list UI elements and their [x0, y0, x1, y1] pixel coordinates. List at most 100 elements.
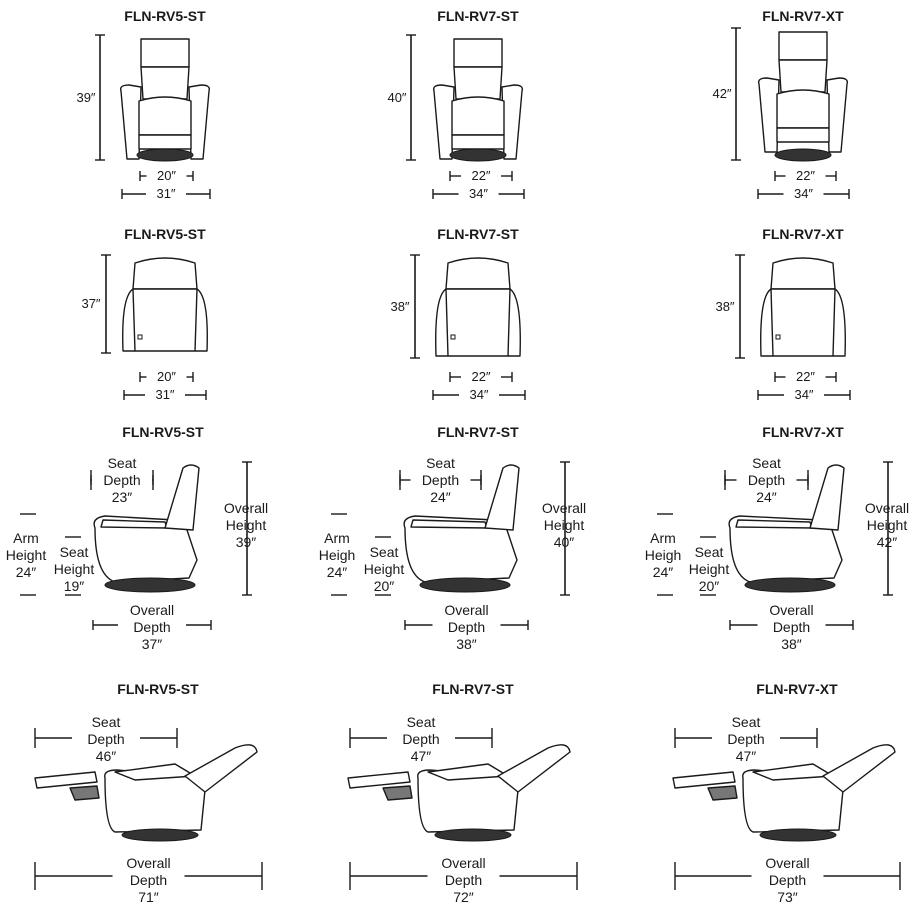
side-overall-height-line: Overall — [541, 500, 587, 516]
reclined-seat-depth-value: 46″ — [95, 748, 117, 764]
reclined-0-swivel-base — [121, 828, 199, 842]
front-2-seat-cushion — [776, 89, 830, 129]
back-model-title: FLN-RV5-ST — [124, 226, 206, 242]
front-1-seat-cushion — [451, 96, 505, 136]
side-overall-depth-line: Depth — [772, 619, 811, 635]
front-model-title: FLN-RV7-XT — [762, 8, 844, 24]
front-height-value: 40″ — [387, 89, 407, 105]
reclined-overall-depth-line: Depth — [768, 872, 807, 888]
side-seat-height-line: Seat — [694, 544, 724, 560]
side-overall-depth-line: Depth — [447, 619, 486, 635]
back-0-side-right — [195, 288, 208, 352]
side-seat-depth-value: 24″ — [430, 489, 451, 505]
reclined-overall-depth-line: Overall — [441, 855, 486, 871]
side-seat-depth-line: Depth — [103, 472, 141, 488]
side-overall-depth-line: Overall — [444, 602, 489, 618]
front-0-arm-right — [188, 84, 211, 160]
side-seat-height-line: Height — [688, 561, 730, 577]
side-arm-height-line: Heigh — [318, 547, 356, 563]
reclined-0-footrest-link — [69, 785, 100, 801]
reclined-seat-depth-line: Seat — [91, 714, 121, 730]
reclined-0-footrest — [34, 771, 98, 789]
side-arm-height-line: Arm — [650, 530, 676, 546]
side-1-backrest — [484, 464, 520, 531]
back-overall-width-value: 34″ — [469, 387, 489, 402]
side-model-title: FLN-RV5-ST — [122, 424, 204, 440]
reclined-model-title: FLN-RV7-XT — [756, 681, 838, 697]
reclined-seat-depth-value: 47″ — [735, 748, 757, 764]
reclined-1-footrest-link — [382, 785, 413, 801]
side-seat-height-line: Seat — [369, 544, 399, 560]
reclined-1-backrest — [497, 744, 571, 793]
side-overall-depth-value: 37″ — [141, 636, 163, 652]
reclined-overall-depth-line: Depth — [444, 872, 483, 888]
back-1-side-right — [508, 288, 521, 357]
back-overall-width-value: 34″ — [794, 387, 814, 402]
reclined-model-title: FLN-RV7-ST — [432, 681, 514, 697]
reclined-2-footrest — [672, 771, 736, 789]
reclined-seat-depth-line: Depth — [727, 731, 765, 747]
back-2-back-top — [770, 257, 836, 290]
front-2-swivel-base — [774, 148, 832, 162]
front-model-title: FLN-RV7-ST — [437, 8, 519, 24]
front-0-seat-front — [138, 134, 192, 150]
back-height-value: 38″ — [715, 298, 735, 314]
side-overall-depth-line: Depth — [133, 619, 171, 635]
side-arm-height-value: 24″ — [15, 564, 37, 580]
front-1-arm-right — [501, 84, 524, 160]
back-2-side-right — [833, 288, 846, 357]
reclined-seat-depth-line: Seat — [731, 714, 761, 730]
side-seat-height-value: 19″ — [63, 578, 85, 594]
front-0-backrest-top — [140, 38, 190, 68]
side-seat-depth-line: Depth — [421, 472, 460, 488]
front-2-arm-right — [826, 77, 849, 153]
reclined-overall-depth-value: 73″ — [777, 889, 798, 905]
back-seat-width-value: 22″ — [471, 369, 491, 384]
side-overall-height-value: 40″ — [553, 534, 575, 550]
side-1-body — [403, 515, 518, 583]
back-0-side-left — [122, 288, 135, 352]
front-1-backrest — [453, 66, 503, 100]
side-seat-depth-line: Seat — [752, 455, 781, 471]
front-2-backrest-top — [778, 31, 828, 61]
side-seat-height-line: Seat — [59, 544, 89, 560]
side-2-body — [728, 515, 843, 583]
side-seat-depth-line: Depth — [747, 472, 786, 488]
reclined-1-swivel-base — [434, 828, 512, 842]
back-0-back-top — [132, 257, 198, 290]
reclined-overall-depth-line: Overall — [765, 855, 810, 871]
back-height-value: 38″ — [390, 298, 410, 314]
back-overall-width-value: 31″ — [155, 387, 175, 402]
side-overall-depth-value: 38″ — [781, 636, 802, 652]
side-overall-height-line: Height — [543, 517, 585, 533]
front-1-seat-front — [451, 134, 505, 150]
side-overall-depth-line: Overall — [769, 602, 814, 618]
reclined-overall-depth-value: 72″ — [453, 889, 474, 905]
back-0-release-handle — [137, 334, 143, 340]
side-model-title: FLN-RV7-ST — [437, 424, 519, 440]
side-2-swivel-base — [744, 577, 836, 593]
side-0-backrest — [164, 464, 200, 531]
reclined-2-backrest — [822, 744, 896, 793]
front-0-seat-cushion — [138, 96, 192, 136]
side-overall-height-line: Overall — [223, 500, 269, 516]
reclined-seat-depth-line: Seat — [406, 714, 436, 730]
side-overall-depth-line: Overall — [129, 602, 175, 618]
side-2-backrest — [809, 464, 845, 531]
front-0-swivel-base — [136, 148, 194, 162]
front-height-value: 39″ — [76, 89, 96, 105]
